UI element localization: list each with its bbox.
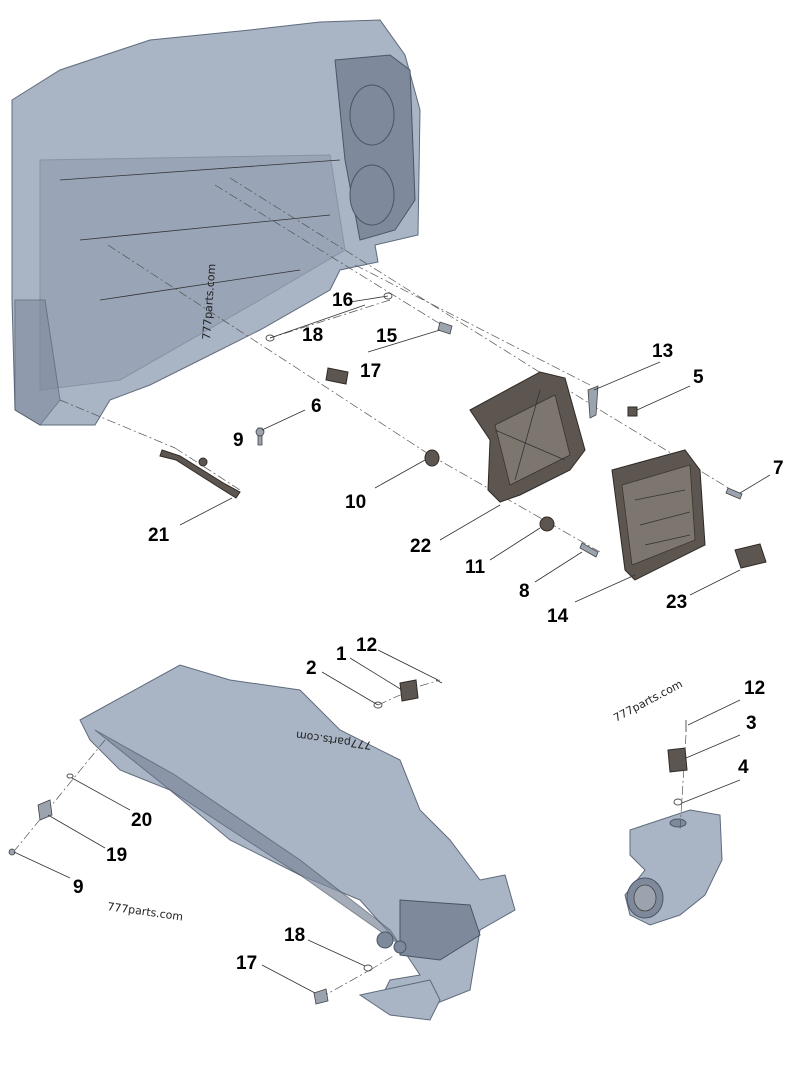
callout-17: 17 bbox=[360, 361, 381, 382]
callout-1: 1 bbox=[336, 644, 347, 665]
isolator-11 bbox=[539, 516, 555, 532]
callout-23: 23 bbox=[666, 592, 687, 613]
bolt-6 bbox=[255, 427, 265, 446]
callout-15: 15 bbox=[376, 326, 398, 347]
sensor-15 bbox=[325, 367, 349, 385]
leader-lines-upper bbox=[179, 295, 771, 603]
callout-16: 16 bbox=[332, 290, 353, 311]
callout-3: 3 bbox=[746, 713, 757, 734]
oil-pan bbox=[79, 664, 516, 1021]
callout-21: 21 bbox=[148, 525, 170, 546]
bolt-8 bbox=[579, 542, 599, 558]
harness-21 bbox=[159, 449, 241, 499]
callout-4: 4 bbox=[738, 757, 749, 778]
engine-block bbox=[11, 19, 421, 426]
label-23 bbox=[734, 543, 767, 569]
seal-ring-18-lower bbox=[363, 964, 373, 972]
watermark-bottom: 777parts.com bbox=[107, 900, 184, 923]
watermark-right: 777parts.com bbox=[611, 677, 684, 724]
ecu-module-14 bbox=[611, 449, 706, 581]
callout-19: 19 bbox=[106, 845, 127, 866]
callout-10: 10 bbox=[345, 492, 366, 513]
ring-2 bbox=[373, 701, 383, 709]
callout-7: 7 bbox=[773, 458, 784, 479]
callout-8: 8 bbox=[519, 581, 530, 602]
seal-ring-4 bbox=[673, 798, 683, 806]
assembly-lines-upper bbox=[59, 177, 741, 553]
callout-17-lower: 17 bbox=[236, 953, 257, 974]
callout-5: 5 bbox=[693, 367, 704, 388]
callout-18-lower: 18 bbox=[284, 925, 305, 946]
sensor-1 bbox=[399, 679, 419, 702]
sensor-17-upper bbox=[437, 321, 453, 335]
callout-9-lower: 9 bbox=[73, 877, 84, 898]
seal-ring-16 bbox=[383, 292, 393, 300]
sensor-19 bbox=[37, 799, 53, 821]
washer-9-upper bbox=[198, 457, 208, 467]
callout-2: 2 bbox=[306, 658, 317, 679]
washer-9-lower bbox=[8, 848, 16, 856]
grommet-10 bbox=[424, 449, 440, 467]
seal-ring-20 bbox=[66, 773, 74, 779]
screw-12-mid bbox=[435, 679, 443, 684]
callout-11: 11 bbox=[465, 557, 486, 578]
bolt-7 bbox=[725, 487, 743, 500]
callout-14: 14 bbox=[547, 606, 569, 627]
callout-12-right: 12 bbox=[744, 678, 765, 699]
leader-lines-lower bbox=[13, 649, 741, 994]
nut-5 bbox=[627, 406, 638, 417]
callouts: 16 18 15 17 13 5 6 9 10 7 21 22 11 8 14 … bbox=[73, 290, 784, 974]
callout-9: 9 bbox=[233, 430, 244, 451]
assembly-lines-lower bbox=[14, 679, 687, 999]
callout-12: 12 bbox=[356, 635, 377, 656]
callout-18: 18 bbox=[302, 325, 323, 346]
watermark-engine: 777parts.com bbox=[200, 263, 218, 340]
sensor-3 bbox=[667, 747, 688, 773]
sensor-17-lower bbox=[313, 988, 329, 1005]
callout-13: 13 bbox=[652, 341, 673, 362]
callout-20: 20 bbox=[131, 810, 152, 831]
callout-22: 22 bbox=[410, 536, 431, 557]
exhaust-elbow bbox=[624, 809, 723, 926]
seal-ring-18-upper bbox=[265, 334, 275, 342]
callout-6: 6 bbox=[311, 396, 322, 417]
mounting-plate-22 bbox=[469, 371, 586, 503]
bracket-13 bbox=[587, 385, 599, 419]
